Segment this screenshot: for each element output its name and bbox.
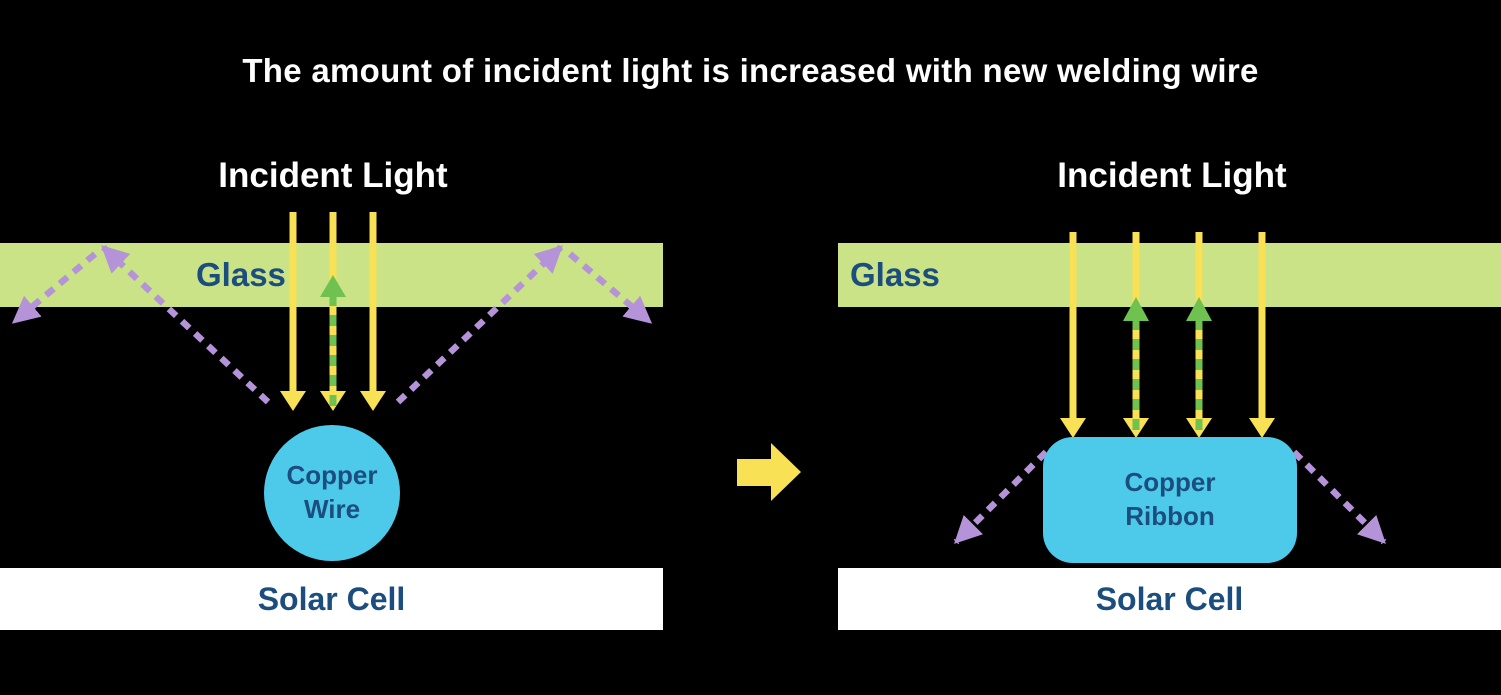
transition-arrow-icon	[737, 443, 801, 501]
incident-light-arrows-right	[1060, 232, 1275, 438]
copper-wire-shape: Copper Wire	[264, 425, 400, 561]
reflected-light-arrows-right	[1123, 297, 1212, 430]
scattered-light-paths-left	[11, 244, 653, 405]
solar-cell-band-right: Solar Cell	[838, 568, 1501, 630]
solar-cell-label-left: Solar Cell	[257, 580, 406, 617]
copper-ribbon-label: Copper Ribbon	[1124, 467, 1216, 531]
solar-cell-label-right: Solar Cell	[1095, 580, 1244, 617]
solar-cell-band-left: Solar Cell	[0, 568, 663, 630]
copper-wire-label: Copper Wire	[286, 460, 378, 524]
reflected-light-arrow-left	[320, 275, 346, 406]
glass-band-right	[838, 243, 1501, 307]
incident-light-label-left: Incident Light	[218, 156, 448, 195]
diagram-title: The amount of incident light is increase…	[242, 52, 1259, 89]
glass-label-left: Glass	[196, 256, 286, 293]
incident-light-label-right: Incident Light	[1057, 156, 1287, 195]
glass-label-right: Glass	[850, 256, 940, 293]
copper-ribbon-shape: Copper Ribbon	[1043, 437, 1297, 563]
deflected-light-paths-right	[953, 449, 1387, 545]
